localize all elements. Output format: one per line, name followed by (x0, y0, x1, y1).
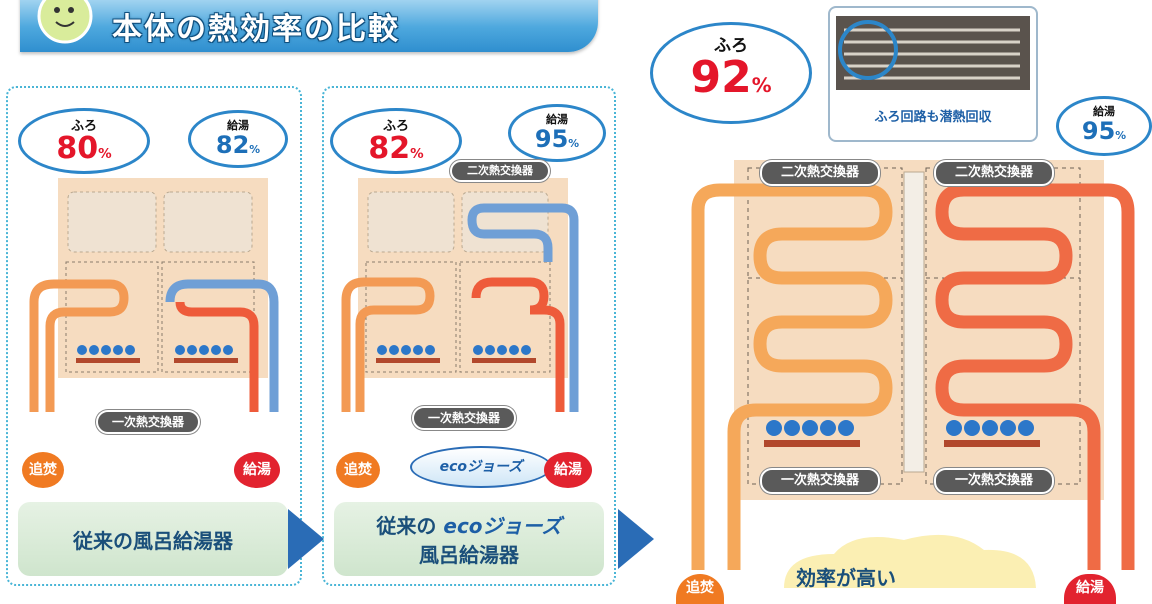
title-banner (20, 0, 598, 52)
latent-heat-inset: ふろ回路も潜熱回収 (828, 6, 1038, 142)
kyuto-unit: % (568, 137, 580, 150)
exchanger-photo (836, 16, 1030, 90)
eco-jozu-logo: ecoジョーズ (410, 446, 552, 488)
caption-eco-logo: ecoジョーズ (443, 514, 562, 538)
heater-diagram-conventional (29, 178, 279, 412)
hot-water-label: 給湯 (234, 452, 280, 488)
primary-exchanger-label: 一次熱交換器 (96, 410, 200, 434)
heater-diagram-new (691, 160, 1135, 588)
arrow-right-icon (288, 509, 324, 569)
secondary-exchanger-right: 二次熱交換器 (934, 160, 1054, 186)
furo-unit: % (410, 146, 424, 162)
conventional-caption: 従来の風呂給湯器 (18, 502, 288, 576)
secondary-exchanger-label: 二次熱交換器 (450, 160, 550, 182)
caption-prefix: 従来の (376, 514, 437, 538)
reheat-label: 追焚 (22, 452, 64, 488)
hot-water-label: 給湯 (544, 452, 592, 488)
furo-label: ふろ (714, 36, 748, 56)
primary-exchanger-left: 一次熱交換器 (760, 468, 880, 494)
kyuto-label: 給湯 (546, 113, 568, 126)
arrow-right-icon (618, 509, 654, 569)
eco-conventional-caption: 従来の ecoジョーズ 風呂給湯器 (334, 502, 604, 576)
reheat-label: 追焚 (336, 452, 380, 488)
kyuto-label: 給湯 (1093, 105, 1115, 118)
page-title: 本体の熱効率の比較 (112, 12, 400, 47)
secondary-exchanger-left: 二次熱交換器 (760, 160, 880, 186)
furo-label: ふろ (70, 119, 97, 134)
kyuto-efficiency-bubble: 給湯 82% (188, 110, 288, 168)
furo-efficiency-bubble: ふろ 92% (650, 22, 812, 124)
panel-conventional (6, 86, 302, 586)
primary-exchanger-label: 一次熱交換器 (412, 406, 516, 430)
kyuto-value: 95 (1081, 117, 1116, 145)
kyuto-value: 95 (534, 125, 569, 153)
kyuto-efficiency-bubble: 給湯 95% (508, 104, 606, 162)
kyuto-efficiency-bubble: 給湯 95% (1056, 96, 1152, 156)
furo-value: 82 (368, 131, 411, 166)
furo-label: ふろ (382, 119, 409, 134)
cloud-text: 効率が高い (796, 566, 896, 590)
furo-efficiency-bubble: ふろ 82% (330, 108, 462, 174)
heater-diagram-eco (341, 178, 579, 412)
panel-eco-conventional (322, 86, 616, 586)
inset-caption: ふろ回路も潜熱回収 (874, 110, 992, 125)
primary-exchanger-right: 一次熱交換器 (934, 468, 1054, 494)
kyuto-unit: % (249, 143, 261, 156)
furo-unit: % (751, 74, 772, 97)
kyuto-unit: % (1115, 129, 1127, 142)
mascot-icon (37, 0, 93, 44)
furo-unit: % (98, 146, 112, 162)
furo-efficiency-bubble: ふろ 80% (18, 108, 150, 174)
kyuto-label: 給湯 (227, 119, 249, 132)
kyuto-value: 82 (215, 131, 250, 159)
caption-suffix: 風呂給湯器 (419, 543, 519, 567)
furo-value: 80 (56, 131, 99, 166)
furo-value: 92 (690, 52, 752, 103)
